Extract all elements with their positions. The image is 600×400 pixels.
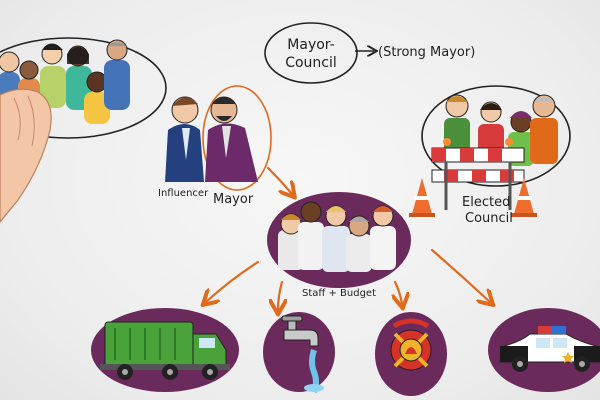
form-outline xyxy=(264,22,358,84)
service-sanitation xyxy=(91,308,239,392)
police-car-icon xyxy=(499,326,600,372)
service-police xyxy=(488,308,600,392)
citizens-outline xyxy=(0,37,167,139)
form-label-line1: Mayor- xyxy=(287,37,334,53)
garbage-truck-icon xyxy=(100,321,230,380)
staff-budget-group: Staff + Budget xyxy=(267,192,411,299)
water-faucet-icon xyxy=(281,315,324,394)
fire-department-badge-icon xyxy=(390,318,432,371)
traffic-cone-icon xyxy=(409,178,537,217)
staff-budget-label: Staff + Budget xyxy=(302,288,376,299)
arrow-to-police xyxy=(430,248,490,302)
council-label: Council xyxy=(465,211,513,226)
elected-label: Elected xyxy=(462,195,510,210)
council-group: Elected Council xyxy=(409,85,571,226)
council-outline xyxy=(421,85,571,187)
arrow-to-water xyxy=(278,280,282,310)
influencer-figure xyxy=(165,96,204,182)
flow-arrows xyxy=(206,166,490,310)
service-fire xyxy=(375,312,447,396)
service-water xyxy=(263,312,335,394)
influencer-label: Influencer xyxy=(158,188,209,199)
mayor-outline xyxy=(202,85,272,191)
water-blob xyxy=(263,312,335,392)
arrow-to-sanitation xyxy=(206,260,260,302)
strong-mayor-label: (Strong Mayor) xyxy=(378,45,475,60)
barricade-icon xyxy=(431,138,525,210)
form-of-government: Mayor- Council (Strong Mayor) xyxy=(264,22,475,84)
mayor-figure xyxy=(205,96,258,182)
arrow-to-fire xyxy=(395,280,402,304)
arrow-mayor-to-staff xyxy=(266,166,292,194)
form-label-line2: Council xyxy=(285,55,337,71)
mayor-label: Mayor xyxy=(213,192,254,207)
mayor-group: Influencer Mayor xyxy=(158,85,272,207)
drawing-hand xyxy=(0,88,52,223)
staff-figures xyxy=(278,201,396,272)
